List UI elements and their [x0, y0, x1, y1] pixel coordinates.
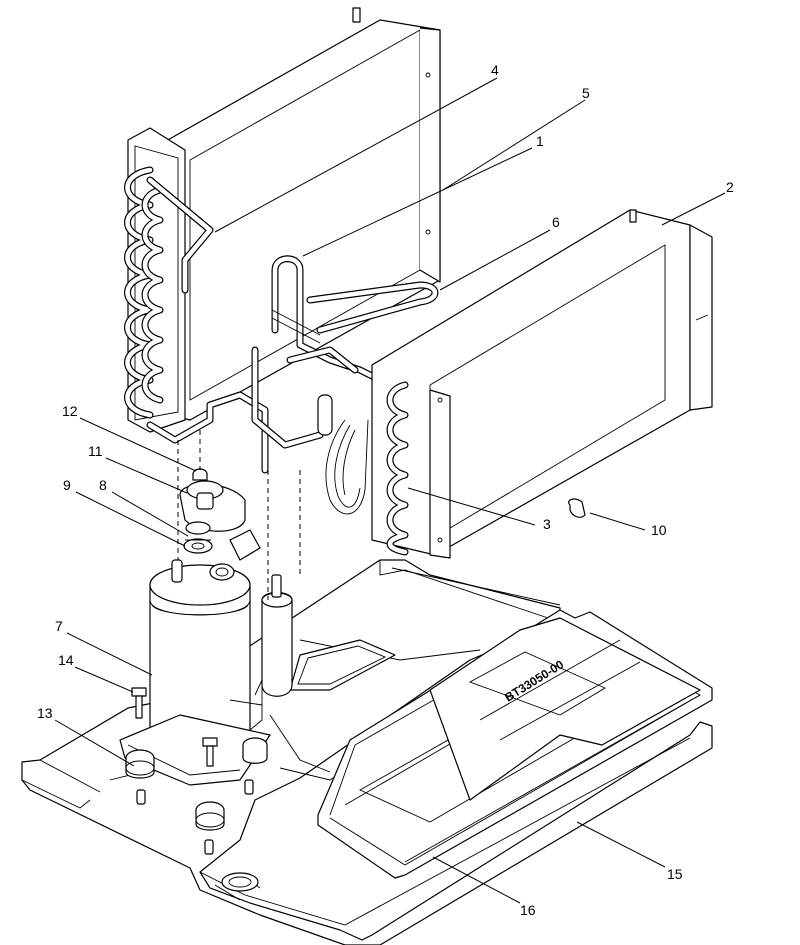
callout-10: 10	[651, 522, 667, 538]
compressor	[119, 559, 271, 786]
callout-1: 1	[536, 133, 544, 149]
base-pan	[21, 559, 713, 945]
callout-labels: 1 2 3 4 5 6 7 8 9 10 11 12 13 14 15 16	[37, 62, 734, 918]
callout-5: 5	[582, 85, 590, 101]
callout-8: 8	[99, 477, 107, 493]
callout-4: 4	[491, 62, 499, 78]
terminal-gasket	[183, 521, 213, 554]
callout-14: 14	[58, 652, 74, 668]
callout-9: 9	[63, 477, 71, 493]
callout-12: 12	[62, 403, 78, 419]
leader-lines	[54, 77, 726, 904]
callout-11: 11	[88, 443, 103, 459]
condenser-coil	[371, 209, 713, 559]
evaporator-coil-return-bends	[124, 166, 214, 419]
accumulator	[229, 574, 293, 731]
terminal-box	[179, 480, 261, 561]
callout-13: 13	[37, 705, 53, 721]
alignment-lines	[177, 430, 301, 600]
mounting-grommets	[125, 737, 268, 831]
drain-cover-plate	[429, 617, 701, 801]
retaining-clip	[568, 498, 586, 518]
callout-7: 7	[55, 618, 63, 634]
callout-2: 2	[726, 179, 734, 195]
callout-3: 3	[543, 516, 551, 532]
mounting-bolts	[131, 687, 254, 855]
callout-16: 16	[520, 902, 536, 918]
condenser-coil-return-bends	[325, 381, 409, 556]
terminal-nut	[192, 468, 208, 481]
callout-15: 15	[667, 866, 683, 882]
callout-6: 6	[552, 214, 560, 230]
refrigerant-tubing	[146, 255, 439, 474]
